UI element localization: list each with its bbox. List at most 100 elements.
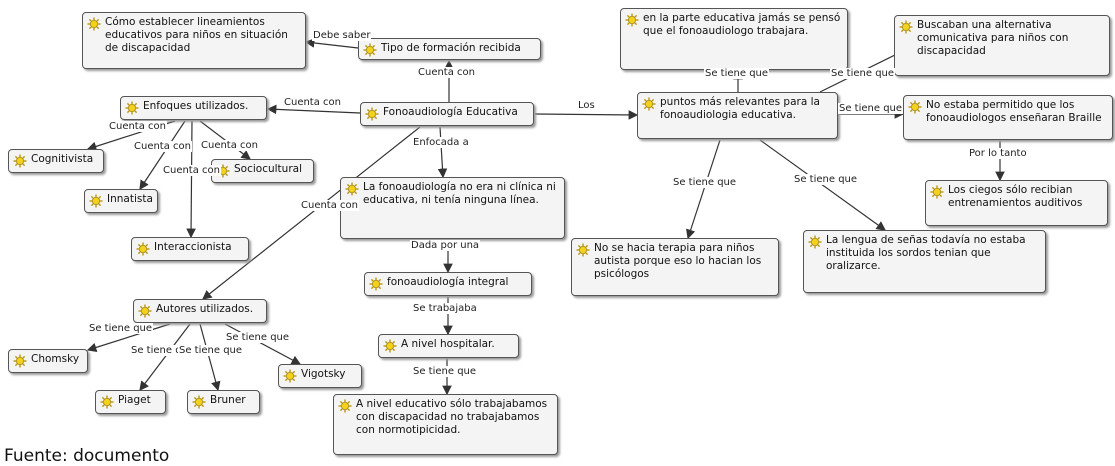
edge-label: Cuenta con [300, 200, 359, 211]
concept-node[interactable]: Buscaban una alternativa comunicativa pa… [894, 15, 1110, 76]
concept-sun-icon [576, 243, 590, 257]
concept-node-label: Los ciegos sólo recibian entrenamientos … [948, 184, 1083, 209]
edge-label: Cuenta con [108, 121, 167, 132]
concept-node-label: A nivel educativo sólo trabajabamos con … [356, 398, 548, 436]
concept-node[interactable]: en la parte educativa jamás se pensó que… [620, 8, 848, 70]
concept-node-label: Interaccionista [154, 241, 232, 253]
concept-node-label: puntos más relevantes para la fonoaudiol… [660, 96, 820, 121]
concept-node[interactable]: A nivel educativo sólo trabajabamos con … [333, 394, 558, 455]
concept-node-label: Bruner [210, 394, 246, 406]
concept-node-label: No estaba permitido que los fonoaudiolog… [926, 99, 1102, 124]
concept-sun-icon [383, 339, 397, 353]
concept-node[interactable]: La fonoaudiología no era ni clínica ni e… [340, 177, 565, 239]
edge-label: Enfocada a [412, 137, 470, 148]
concept-node-label: en la parte educativa jamás se pensó que… [643, 12, 841, 37]
edge-label: Se tiene que [225, 332, 291, 343]
concept-sun-icon [625, 13, 639, 27]
edge-label: Cuenta con [133, 141, 192, 152]
edge-label: Se trabajaba [412, 303, 478, 314]
concept-node[interactable]: Cómo establecer lineamientos educativos … [82, 12, 306, 69]
edge-label: Se tiene que [704, 68, 770, 79]
concept-node-label: Enfoques utilizados. [143, 100, 249, 112]
concept-sun-icon [365, 107, 379, 121]
concept-node-label: Fonoaudiología Educativa [383, 106, 518, 118]
concept-sun-icon [87, 17, 101, 31]
edge-arrow [437, 126, 448, 179]
concept-node-label: Innatista [107, 193, 153, 205]
concept-sun-icon [908, 100, 922, 114]
concept-node-label: Autores utilizados. [156, 303, 254, 315]
concept-node-label: No se hacia terapia para niños autista p… [594, 242, 762, 280]
concept-node[interactable]: puntos más relevantes para la fonoaudiol… [637, 92, 838, 139]
edge-arrow [686, 139, 721, 240]
concept-node-label: Cómo establecer lineamientos educativos … [105, 16, 288, 54]
concept-sun-icon [100, 395, 114, 409]
concept-node[interactable]: Sociocultural [211, 159, 314, 183]
concept-sun-icon [642, 97, 656, 111]
edge-label: Se tiene que [830, 68, 896, 79]
concept-node[interactable]: Enfoques utilizados. [120, 96, 267, 120]
concept-node[interactable]: fonoaudiología integral [364, 272, 532, 296]
concept-node-label: Chomsky [31, 353, 80, 365]
concept-node[interactable]: No estaba permitido que los fonoaudiolog… [903, 95, 1113, 140]
concept-node-label: La fonoaudiología no era ni clínica ni e… [363, 181, 556, 206]
concept-node-label: Vigotsky [301, 368, 346, 380]
concept-node[interactable]: Fonoaudiología Educativa [360, 102, 534, 126]
concept-node[interactable]: Los ciegos sólo recibian entrenamientos … [925, 180, 1108, 226]
edge-label: Cuenta con [283, 97, 342, 108]
concept-node[interactable]: Bruner [187, 390, 260, 414]
concept-sun-icon [138, 304, 152, 318]
edge-label: Por lo tanto [968, 148, 1028, 159]
concept-node[interactable]: Innatista [84, 189, 158, 213]
edge-arrow [139, 323, 191, 391]
concept-node-label: Cognitivista [31, 153, 94, 165]
edge-label: Dada por una [410, 240, 481, 251]
edge-label: Los [577, 100, 596, 111]
concept-node-label: Tipo de formación recibida [381, 42, 521, 54]
edge-arrow [186, 120, 196, 239]
edge-arrow [759, 139, 886, 231]
edge-label: Cuenta con [417, 67, 476, 78]
concept-node[interactable]: Autores utilizados. [133, 299, 267, 323]
concept-node[interactable]: La lengua de señas todavía no estaba ins… [803, 230, 1046, 293]
edge-label: Se tiene que [838, 103, 904, 114]
concept-sun-icon [125, 101, 139, 115]
edge-label: Cuenta con [162, 165, 221, 176]
concept-sun-icon [136, 242, 150, 256]
concept-sun-icon [89, 194, 103, 208]
edge-arrow [139, 120, 186, 191]
concept-sun-icon [808, 235, 822, 249]
edge-arrow [86, 323, 171, 353]
concept-sun-icon [13, 354, 27, 368]
concept-node[interactable]: Tipo de formación recibida [358, 38, 541, 60]
concept-node[interactable]: No se hacia terapia para niños autista p… [571, 238, 779, 296]
edge-label: Cuenta con [200, 140, 259, 151]
concept-sun-icon [899, 20, 913, 34]
edge-label: Se tiene que [130, 345, 196, 356]
concept-sun-icon [345, 182, 359, 196]
concept-node[interactable]: Vigotsky [278, 364, 362, 388]
edge-arrow [304, 38, 359, 49]
concept-node[interactable]: Piaget [95, 390, 166, 414]
edge-arrow [224, 323, 302, 365]
edge-arrow [199, 323, 221, 392]
concept-node[interactable]: Cognitivista [8, 149, 104, 173]
concept-sun-icon [338, 399, 352, 413]
concept-node[interactable]: A nivel hospitalar. [378, 334, 519, 358]
edge-arrow [534, 110, 639, 120]
concept-sun-icon [369, 277, 383, 291]
concept-node[interactable]: Chomsky [8, 349, 88, 373]
edge-label: Se tiene que [793, 174, 859, 185]
concept-node-label: A nivel hospitalar. [401, 338, 495, 350]
concept-node[interactable]: Interaccionista [131, 237, 249, 261]
source-caption: Fuente: documento [4, 446, 170, 466]
edge-arrow [202, 126, 421, 300]
edge-label: Se tiene que [672, 177, 738, 188]
concept-sun-icon [192, 395, 206, 409]
edge-label: Se tiene que [178, 345, 244, 356]
edge-label: Se tiene que [412, 366, 478, 377]
concept-node-label: La lengua de señas todavía no estaba ins… [826, 234, 1026, 272]
edge-label: Se tiene que [88, 323, 154, 334]
